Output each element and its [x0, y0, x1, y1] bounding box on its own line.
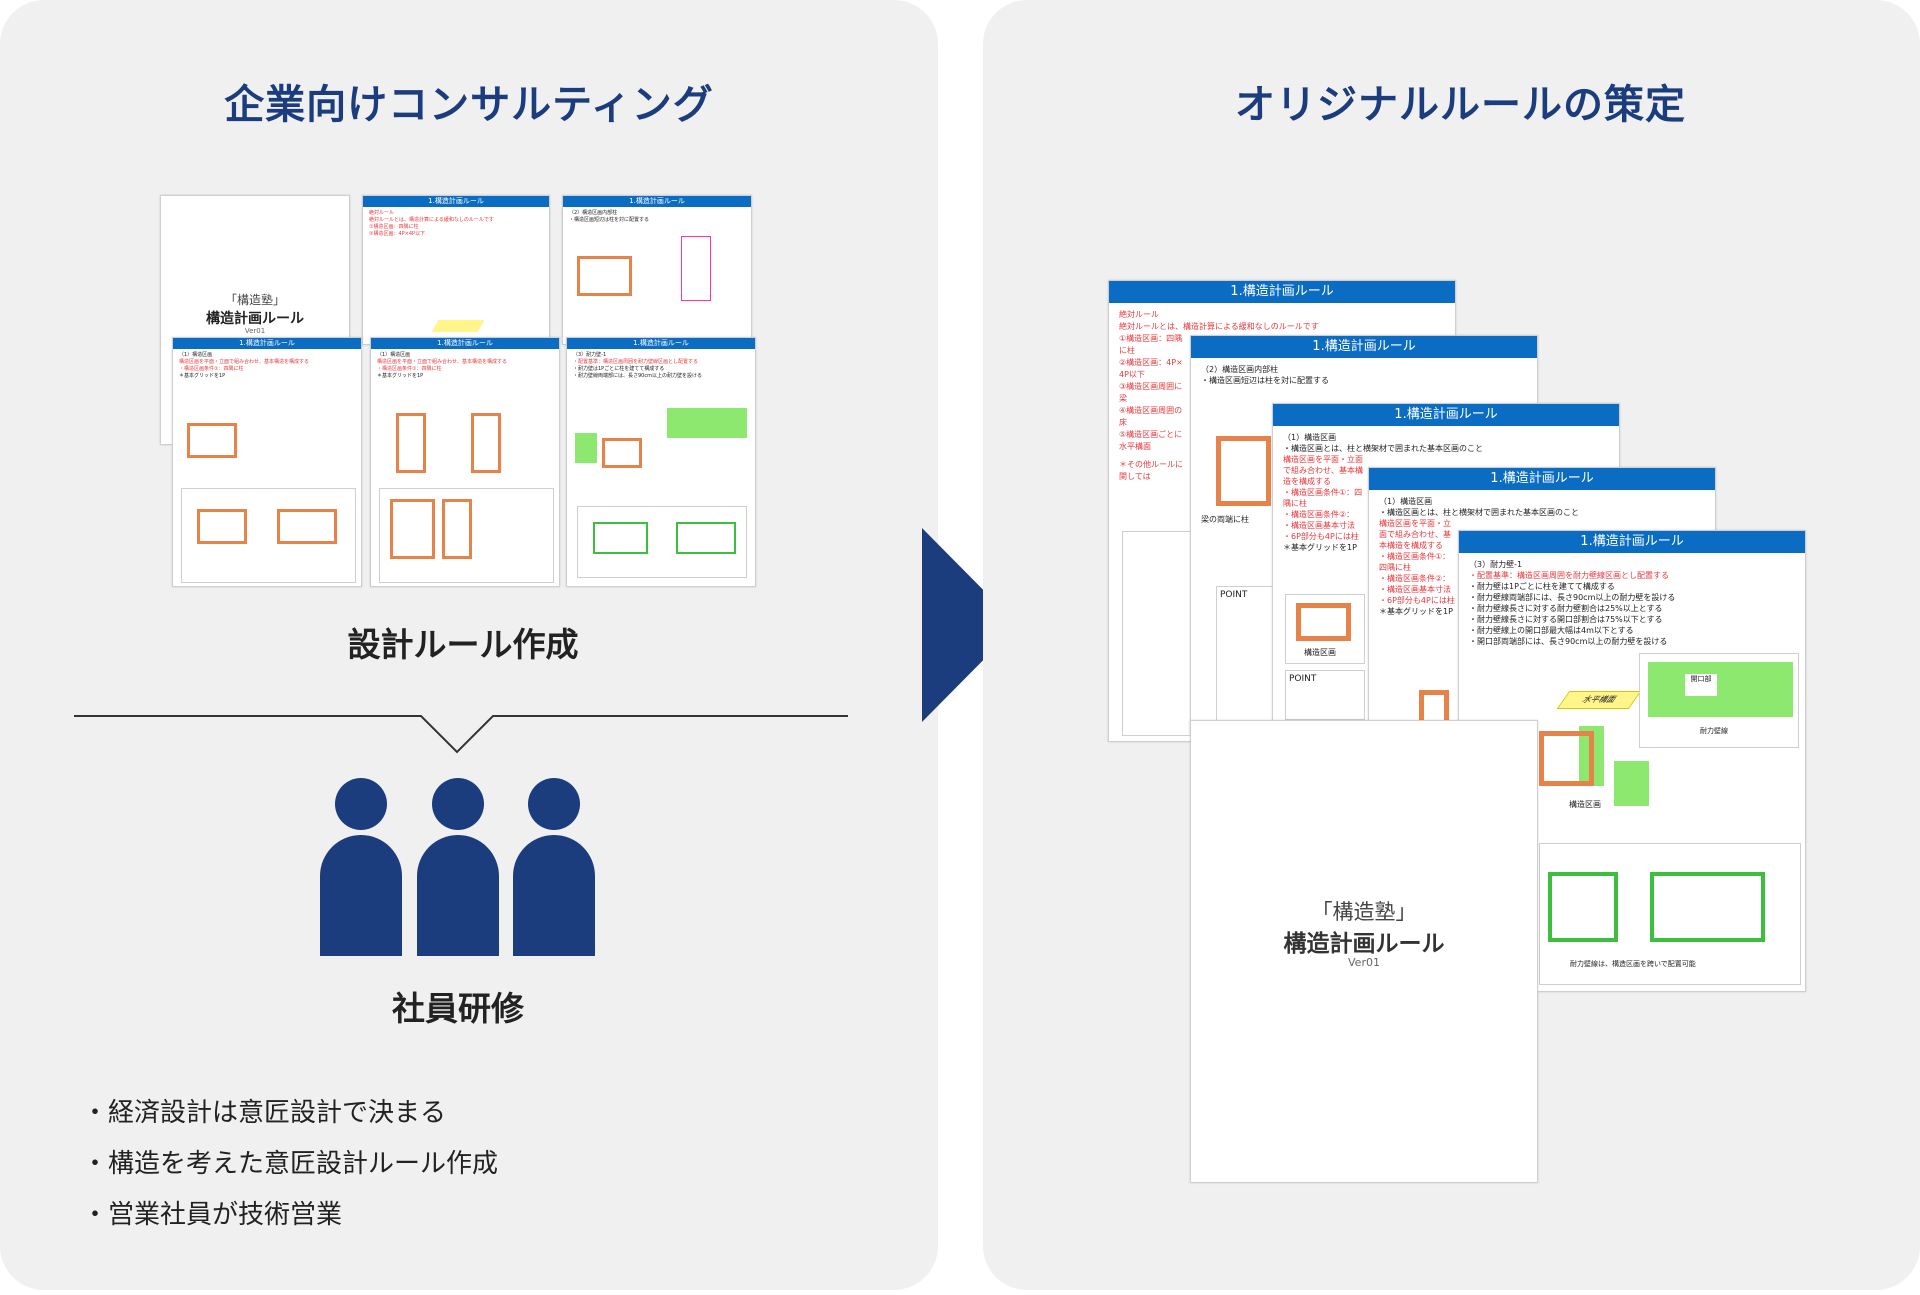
thumb-header: 1.構造計画ルール — [363, 196, 549, 207]
cover-version: Ver01 — [1348, 956, 1380, 969]
thumb-header: 1.構造計画ルール — [563, 196, 751, 207]
document-page: 1.構造計画ルール （3）耐力壁-1・配置基準：構造区画周囲を耐力壁線区画とし配… — [1458, 530, 1806, 992]
thumb-page: 1.構造計画ルール （3）耐力壁-1・配置基準：構造区画周囲を耐力壁線区画とし配… — [566, 337, 756, 587]
page-header: 1.構造計画ルール — [1459, 531, 1805, 553]
document-cover-page: 「構造塾」 構造計画ルール Ver01 — [1190, 720, 1538, 1183]
thumb-page: 1.構造計画ルール 絶対ルール絶対ルールとは、構造計算による緩和なしのルールです… — [362, 195, 550, 345]
thumb-header: 1.構造計画ルール — [567, 338, 755, 349]
page-header: 1.構造計画ルール — [1109, 281, 1455, 303]
thumb-header: 1.構造計画ルール — [371, 338, 559, 349]
thumb-cover-title: 構造計画ルール — [206, 311, 304, 327]
list-item: ・経済設計は意匠設計で決まる — [82, 1098, 447, 1128]
thumb-page: 1.構造計画ルール （2）構造区画内部柱・構造区画短辺は柱を対に配置する — [562, 195, 752, 345]
consulting-panel: 企業向けコンサルティング 「構造塾」 構造計画ルール Ver01 1.構造計画ル… — [0, 0, 938, 1290]
page-header: 1.構造計画ルール — [1273, 404, 1619, 426]
divider-with-notch — [74, 715, 848, 754]
thumb-cover-ver: Ver01 — [244, 327, 266, 335]
list-item: ・営業社員が技術営業 — [82, 1200, 343, 1230]
thumb-page: 1.構造計画ルール （1）構造区画構造区画を平面・立面で組み合わせ、基本構造を構… — [370, 337, 560, 587]
thumb-page: 1.構造計画ルール （1）構造区画構造区画を平面・立面で組み合わせ、基本構造を構… — [172, 337, 362, 587]
cover-title: 構造計画ルール — [1283, 931, 1445, 957]
thumb-header: 1.構造計画ルール — [173, 338, 361, 349]
original-rules-title: オリジナルルールの策定 — [1235, 82, 1686, 128]
arrow-right-icon — [922, 528, 1018, 722]
list-item: ・構造を考えた意匠設計ルール作成 — [82, 1149, 499, 1179]
cover-subtitle: 「構造塾」 — [1311, 900, 1417, 924]
people-icon — [320, 778, 595, 956]
consulting-title: 企業向けコンサルティング — [224, 82, 714, 128]
rule-creation-label: 設計ルール作成 — [347, 625, 579, 664]
thumb-cover-sub: 「構造塾」 — [224, 293, 285, 307]
employee-training-label: 社員研修 — [392, 989, 524, 1028]
page-header: 1.構造計画ルール — [1369, 468, 1715, 490]
page-header: 1.構造計画ルール — [1191, 336, 1537, 358]
training-points-list: ・経済設計は意匠設計で決まる ・構造を考えた意匠設計ルール作成 ・営業社員が技術… — [82, 1088, 498, 1241]
